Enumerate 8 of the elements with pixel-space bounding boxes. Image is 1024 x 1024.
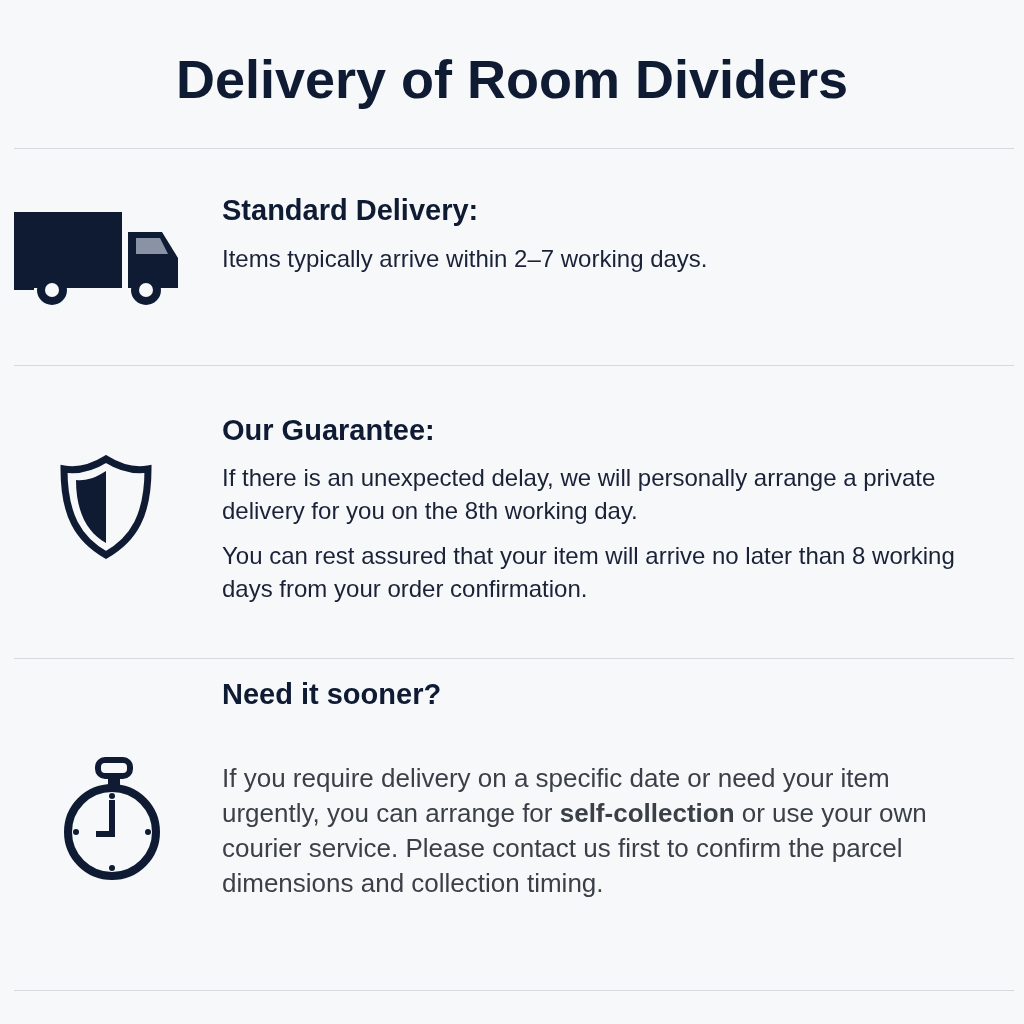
section-text: If there is an unexpected delay, we will personally arrange a private delivery for you on the 8th working day. (222, 463, 937, 526)
section-text: If you require delivery on a specific date or need your item urgently, you can arrange for self-collection or use your own courier service. Please contact us first to confirm the parcel dimensions and collection timing. (222, 762, 928, 900)
section-heading: Our Guarantee: (222, 414, 435, 447)
page-title: Delivery of Room Dividers (174, 48, 850, 110)
section-text: You can rest assured that your item will arrive no later than 8 working days from your order confirmation. (222, 541, 956, 604)
section-text: Items typically arrive within 2–7 working days. (222, 244, 709, 274)
section-heading: Standard Delivery: (222, 194, 479, 227)
section-heading: Need it sooner? (222, 678, 442, 711)
